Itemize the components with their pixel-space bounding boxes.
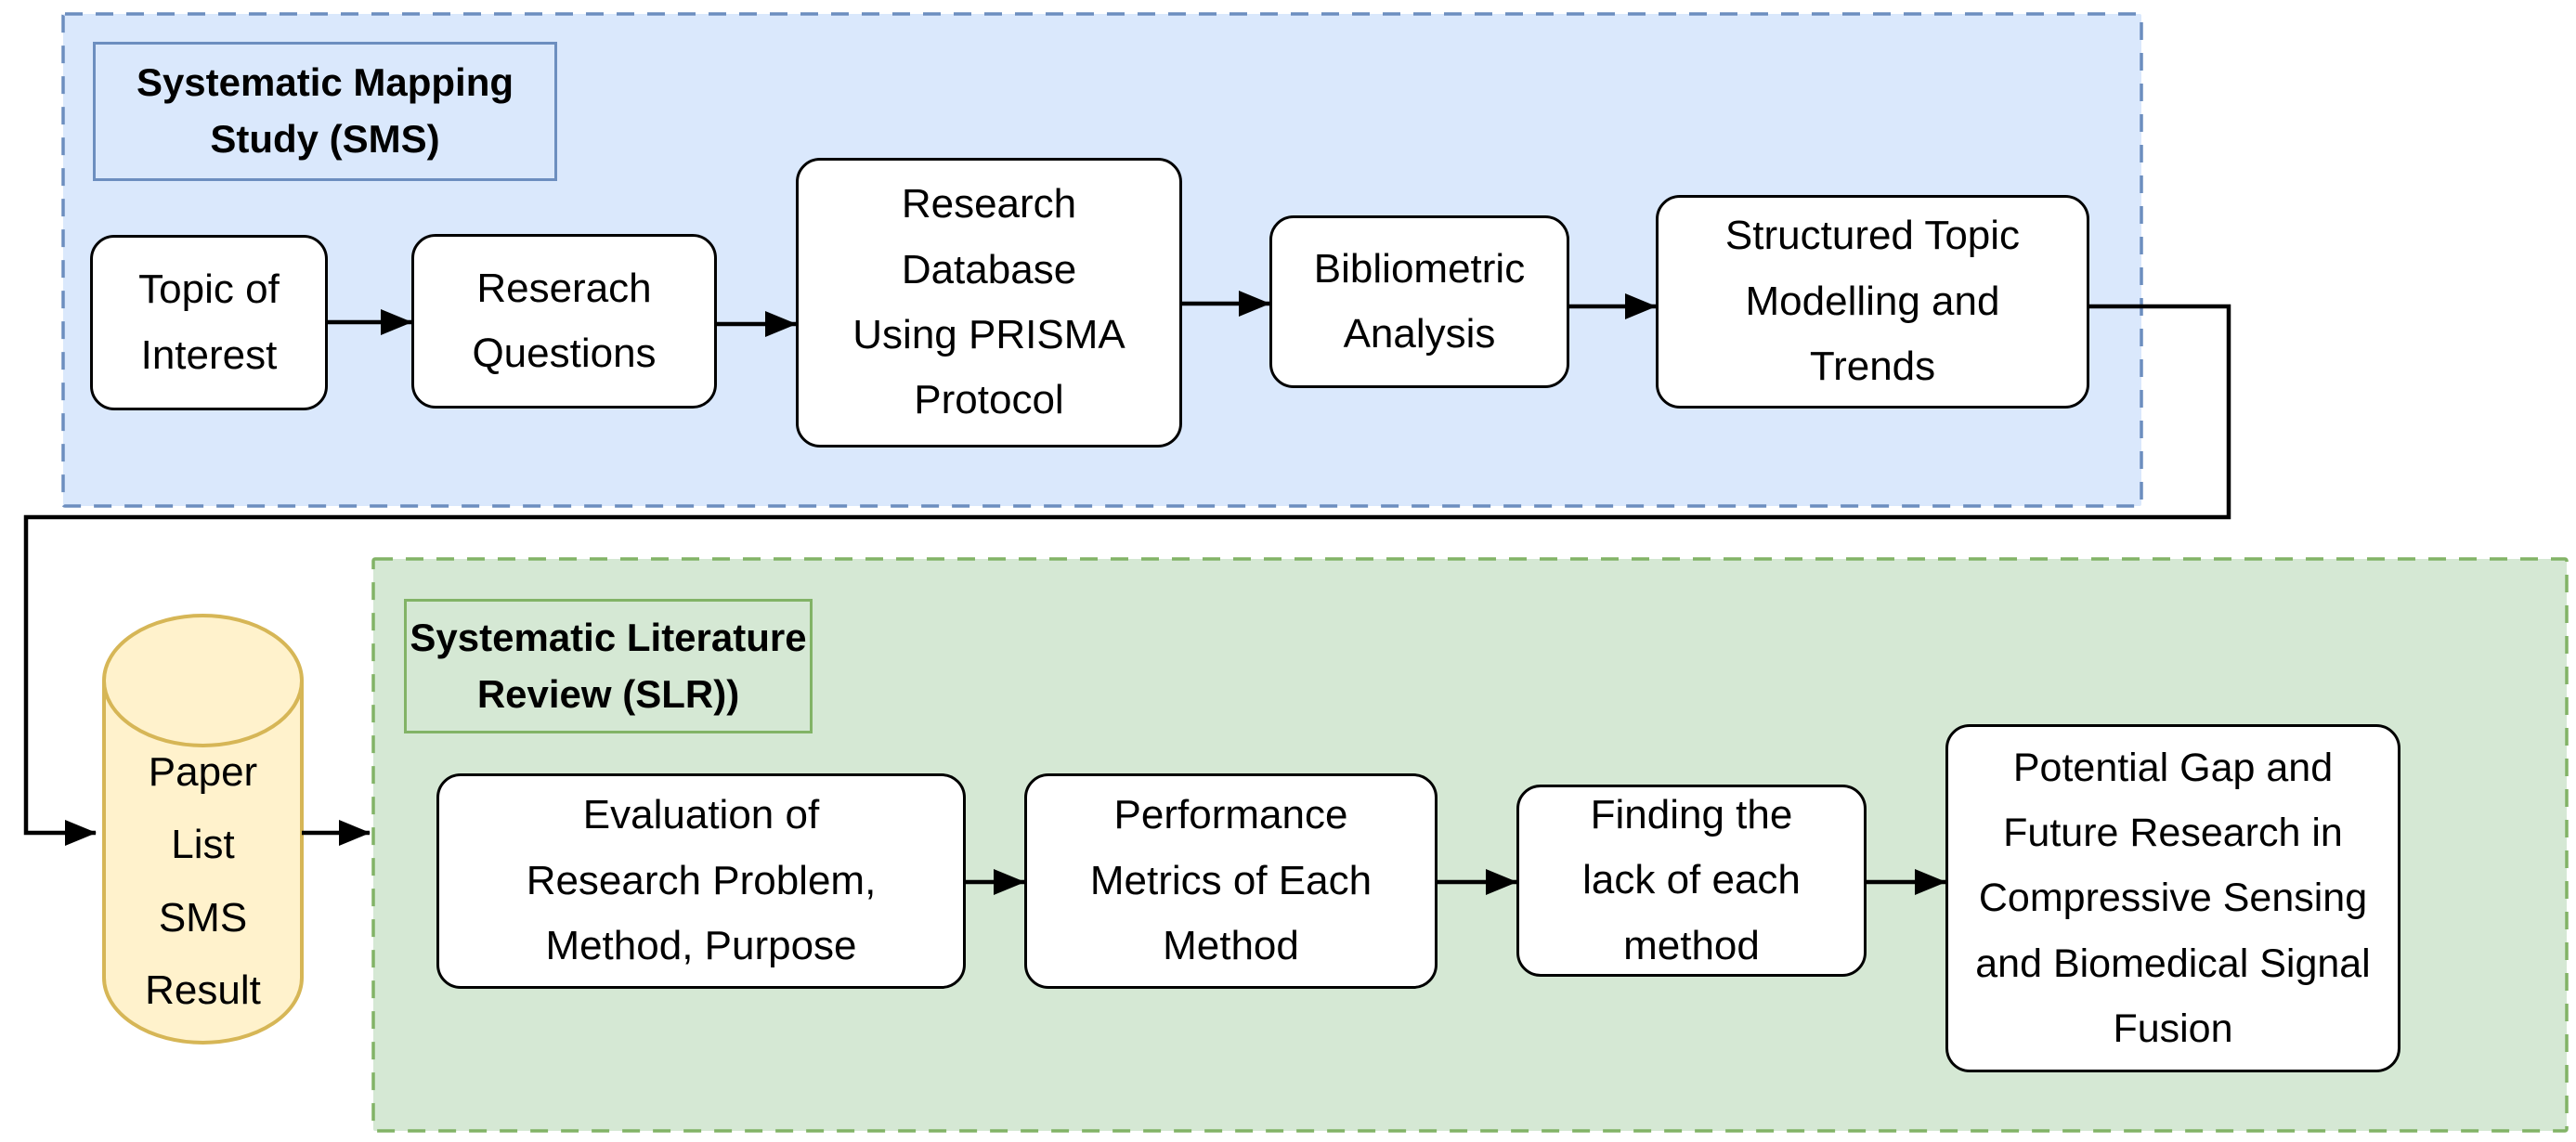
node-potential-gap-future-research: Potential Gap and Future Research in Com…: [1945, 724, 2400, 1072]
node-structured-topic-modelling: Structured Topic Modelling and Trends: [1656, 195, 2089, 409]
node-label: Potential Gap and Future Research in Com…: [1975, 746, 2371, 1051]
node-bibliometric-analysis: Bibliometric Analysis: [1269, 215, 1569, 388]
node-label: Performance Metrics of Each Method: [1089, 792, 1373, 969]
node-label: Topic of Interest: [138, 266, 280, 378]
node-label: Structured Topic Modelling and Trends: [1724, 213, 2021, 390]
node-label: Bibliometric Analysis: [1313, 245, 1526, 357]
node-performance-metrics: Performance Metrics of Each Method: [1024, 773, 1438, 989]
paper-list-sms-result-label: Paper List SMS Result: [145, 749, 261, 1013]
slr-section-title: Systematic Literature Review (SLR)): [404, 599, 813, 733]
node-label: Research Database Using PRISMA Protocol: [852, 181, 1125, 423]
node-evaluation-of-research-problem: Evaluation of Research Problem, Method, …: [436, 773, 966, 989]
node-topic-of-interest: Topic of Interest: [90, 235, 328, 410]
node-research-questions: Reserach Questions: [411, 234, 717, 409]
node-label: Evaluation of Research Problem, Method, …: [526, 792, 877, 969]
node-finding-lack-of-method: Finding the lack of each method: [1516, 785, 1867, 977]
sms-section-title: Systematic Mapping Study (SMS): [93, 42, 557, 181]
node-label: Finding the lack of each method: [1582, 791, 1801, 968]
node-label: Reserach Questions: [472, 265, 657, 376]
node-research-database-prisma: Research Database Using PRISMA Protocol: [796, 158, 1182, 448]
